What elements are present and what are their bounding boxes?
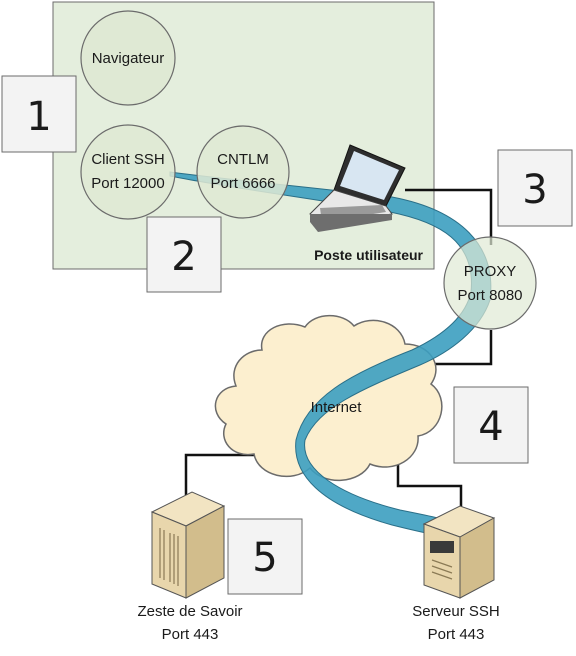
zeste-server-icon bbox=[150, 491, 226, 599]
serveur-ssh-label: Serveur SSH bbox=[412, 603, 500, 620]
connection-lines bbox=[184, 188, 493, 507]
cntlm-node: CNTLM Port 6666 bbox=[196, 125, 290, 219]
step-3-number: 3 bbox=[522, 167, 547, 213]
client-ssh-port: Port 12000 bbox=[91, 175, 164, 192]
poste-utilisateur-label: Poste utilisateur bbox=[314, 247, 423, 263]
zeste-port: Port 443 bbox=[162, 626, 219, 643]
laptop-proxy-link bbox=[405, 188, 493, 245]
proxy-label: PROXY bbox=[464, 263, 517, 280]
navigateur-node: Navigateur bbox=[80, 10, 176, 106]
cntlm-label: CNTLM bbox=[217, 151, 269, 168]
client-ssh-node: Client SSH Port 12000 bbox=[80, 124, 176, 220]
serveur-ssh-server-icon bbox=[422, 505, 496, 599]
step-5-number: 5 bbox=[252, 535, 277, 581]
step-1-box: 1 bbox=[1, 75, 77, 153]
step-5-box: 5 bbox=[227, 518, 303, 595]
laptop-icon bbox=[309, 144, 406, 232]
step-2-box: 2 bbox=[146, 216, 222, 293]
client-ssh-label: Client SSH bbox=[91, 151, 164, 168]
step-1-number: 1 bbox=[26, 94, 51, 140]
step-2-number: 2 bbox=[171, 234, 196, 280]
serveur-ssh-port: Port 443 bbox=[428, 626, 485, 643]
proxy-internet-link bbox=[433, 330, 493, 366]
proxy-port: Port 8080 bbox=[457, 287, 522, 304]
cntlm-port: Port 6666 bbox=[210, 175, 275, 192]
proxy-node: PROXY Port 8080 bbox=[443, 236, 537, 330]
internet-zeste-link bbox=[184, 453, 262, 495]
internet-label: Internet bbox=[311, 399, 363, 416]
step-4-box: 4 bbox=[453, 386, 529, 464]
step-3-box: 3 bbox=[497, 149, 573, 227]
zeste-label: Zeste de Savoir bbox=[137, 603, 242, 620]
step-4-number: 4 bbox=[478, 404, 503, 450]
navigateur-label: Navigateur bbox=[92, 50, 165, 67]
